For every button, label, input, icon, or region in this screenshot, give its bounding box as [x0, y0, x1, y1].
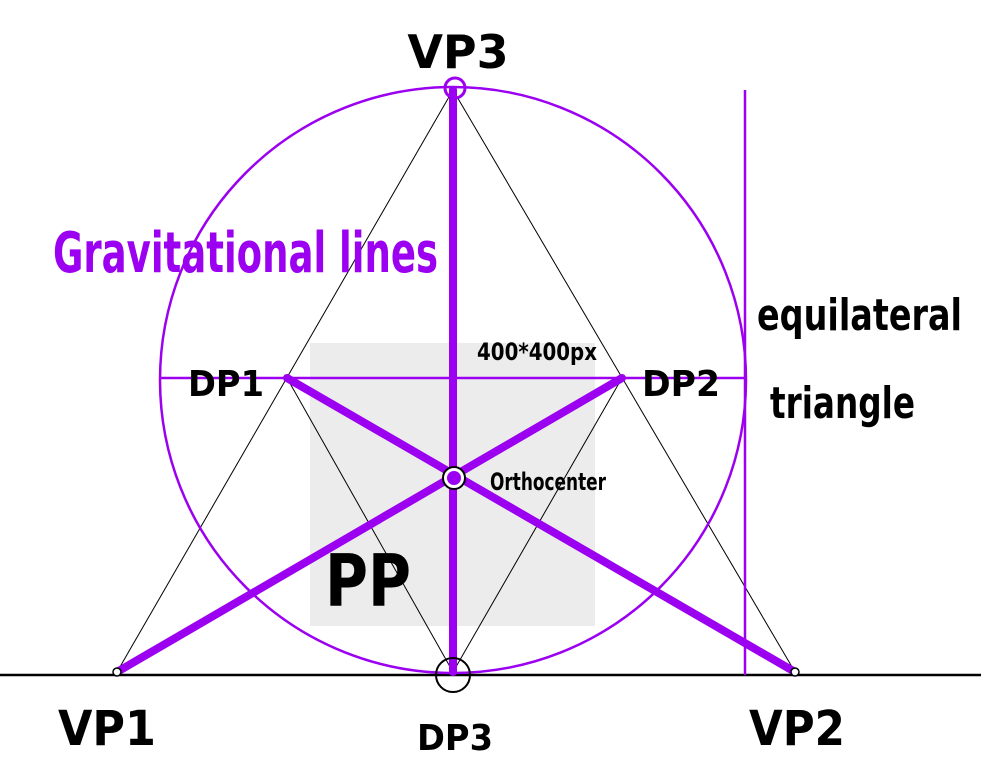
vp1-label: VP1 [58, 701, 156, 757]
gravitational-line-vp2 [283, 374, 799, 676]
gravitational-line-vp1 [113, 374, 626, 676]
vp1-marker [112, 667, 122, 677]
vp2-marker [790, 667, 800, 677]
vp3-marker [443, 76, 467, 100]
orthocenter-marker-dot [447, 471, 461, 485]
pp-label: PP [325, 539, 411, 623]
dp1-label: DP1 [188, 364, 264, 405]
dp3-marker [435, 657, 471, 693]
orthocenter-label: Orthocenter [490, 468, 606, 496]
dp3-label: DP3 [417, 718, 493, 759]
vp3-label: VP3 [407, 25, 508, 79]
equilateral-label-line1: equilateral [757, 290, 962, 341]
vp2-label: VP2 [749, 701, 845, 757]
dp2-label: DP2 [642, 364, 720, 405]
size-label: 400*400px [477, 338, 597, 366]
gravitational-lines-label: Gravitational lines [53, 221, 438, 286]
gravitational-line-set [113, 86, 799, 676]
equilateral-label-line2: triangle [770, 378, 915, 429]
